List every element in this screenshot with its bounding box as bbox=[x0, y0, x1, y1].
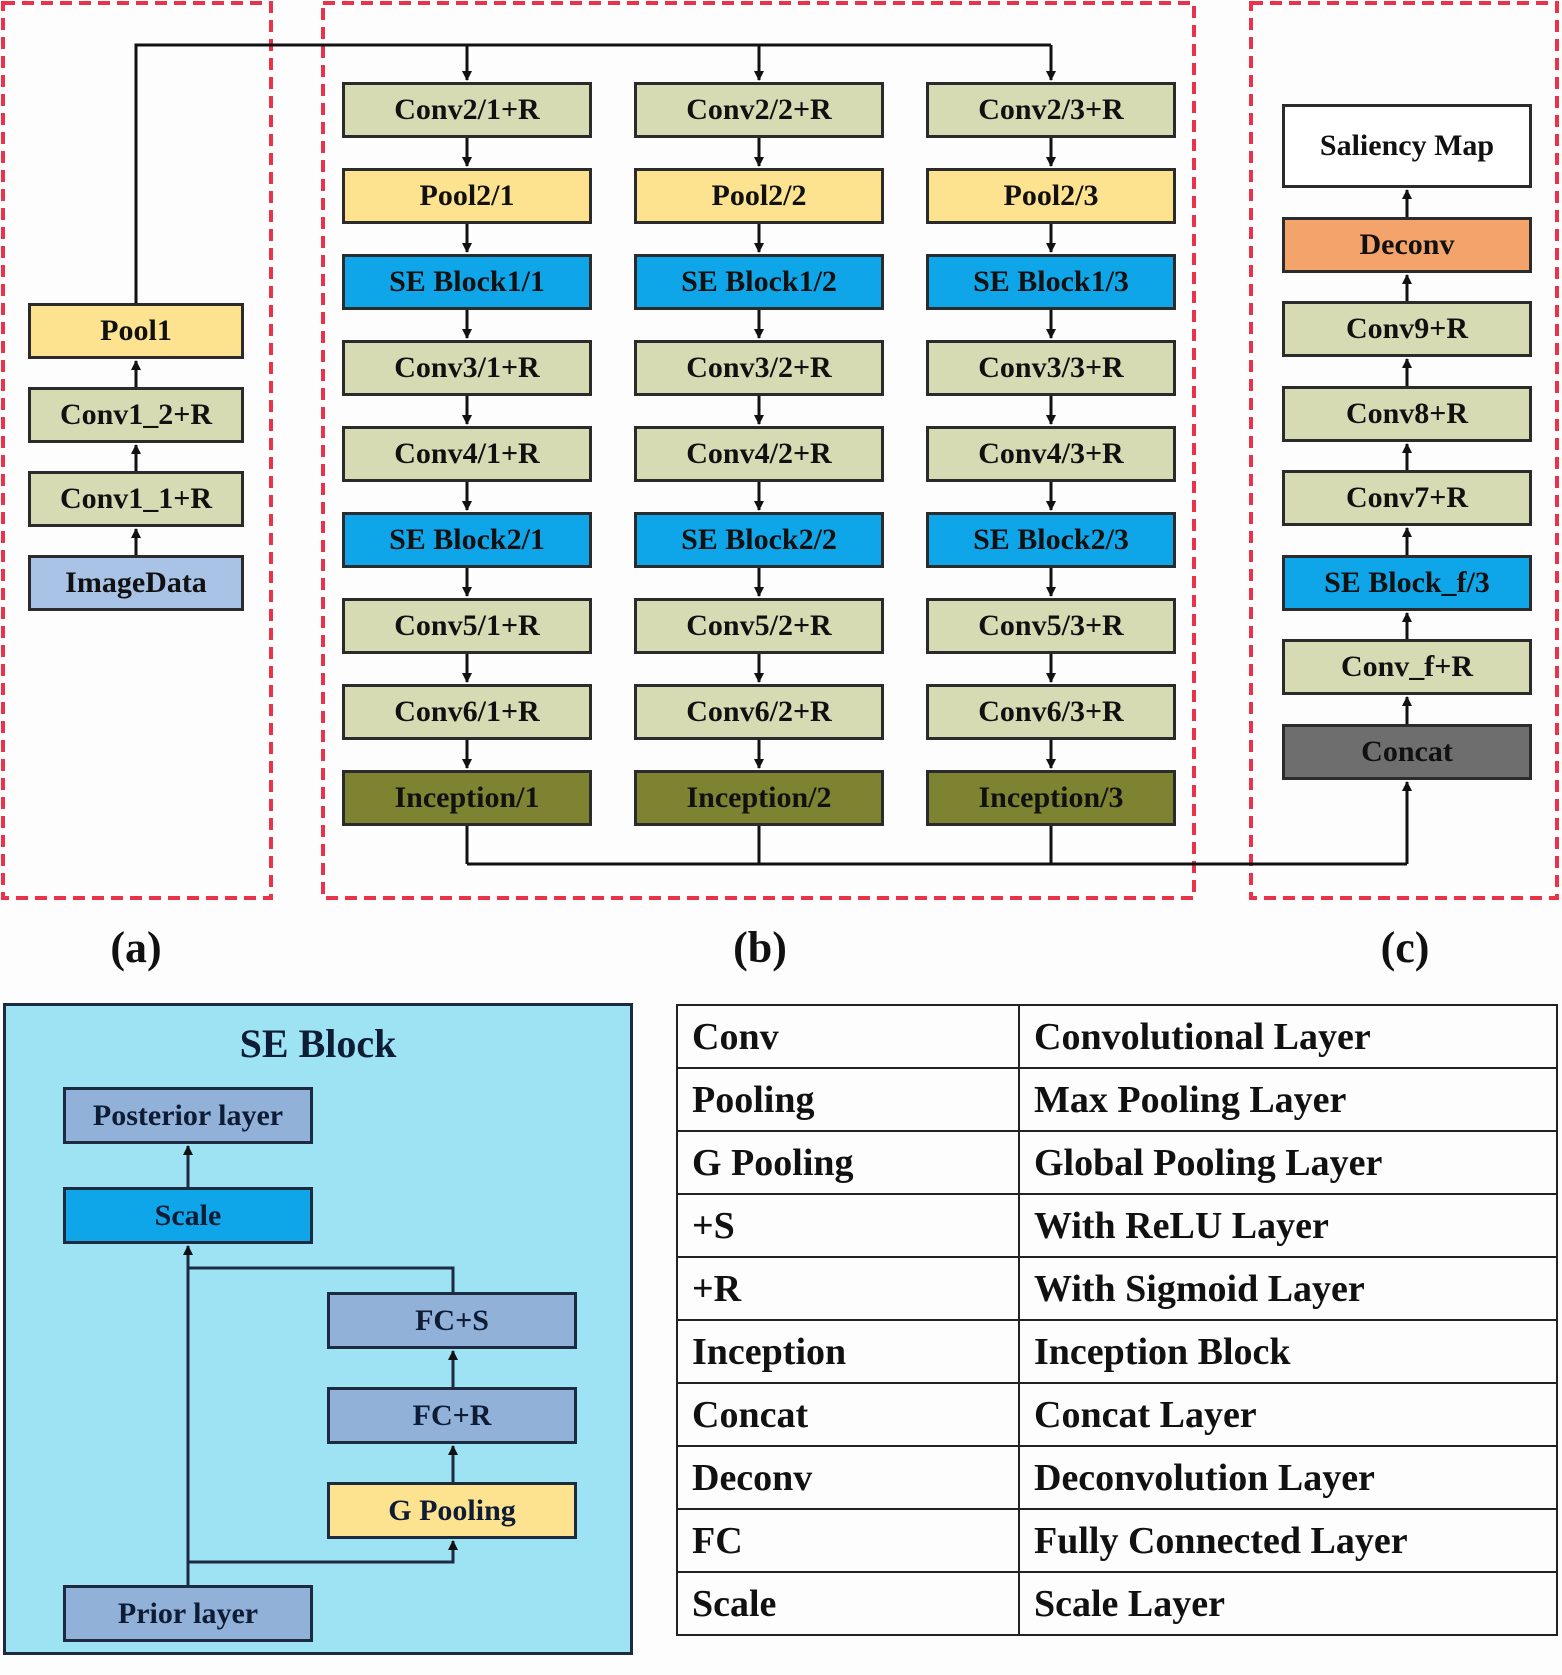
layer-saliency-map: Saliency Map bbox=[1282, 104, 1532, 188]
g-pooling-layer: G Pooling bbox=[327, 1482, 577, 1539]
layer-conv7-r: Conv7+R bbox=[1282, 470, 1532, 526]
legend-abbr: Concat bbox=[676, 1382, 1020, 1447]
layer-conv8-r: Conv8+R bbox=[1282, 386, 1532, 442]
se-block-title: SE Block bbox=[239, 1021, 397, 1066]
legend-abbr: Deconv bbox=[676, 1445, 1020, 1510]
fc-r-layer: FC+R bbox=[327, 1387, 577, 1444]
legend-abbr: G Pooling bbox=[676, 1130, 1020, 1195]
legend-abbr: +R bbox=[676, 1256, 1020, 1321]
layer-conv9-r: Conv9+R bbox=[1282, 301, 1532, 357]
layer-se-block2-2: SE Block2/2 bbox=[634, 512, 884, 568]
layer-conv4-3-r: Conv4/3+R bbox=[926, 426, 1176, 482]
pool1-branch-line bbox=[134, 43, 1051, 303]
legend-meaning: Scale Layer bbox=[1018, 1571, 1558, 1636]
legend-meaning: Inception Block bbox=[1018, 1319, 1558, 1384]
layer-concat: Concat bbox=[1282, 724, 1532, 780]
layer-inception-1: Inception/1 bbox=[342, 770, 592, 826]
layer-conv3-2-r: Conv3/2+R bbox=[634, 340, 884, 396]
posterior-layer: Posterior layer bbox=[63, 1087, 313, 1144]
layer-pool2-2: Pool2/2 bbox=[634, 168, 884, 224]
legend-abbr: Pooling bbox=[676, 1067, 1020, 1132]
layer-conv2-1-r: Conv2/1+R bbox=[342, 82, 592, 138]
legend-meaning: Convolutional Layer bbox=[1018, 1004, 1558, 1069]
layer-conv6-3-r: Conv6/3+R bbox=[926, 684, 1176, 740]
layer-conv4-1-r: Conv4/1+R bbox=[342, 426, 592, 482]
layer-pool2-1: Pool2/1 bbox=[342, 168, 592, 224]
panel-b-label: (b) bbox=[733, 923, 787, 972]
legend-abbr: Inception bbox=[676, 1319, 1020, 1384]
layer-conv5-1-r: Conv5/1+R bbox=[342, 598, 592, 654]
layer-inception-2: Inception/2 bbox=[634, 770, 884, 826]
panel-c-frame bbox=[1249, 1, 1559, 900]
scale-layer: Scale bbox=[63, 1187, 313, 1244]
legend-abbr: FC bbox=[676, 1508, 1020, 1573]
layer-conv3-1-r: Conv3/1+R bbox=[342, 340, 592, 396]
fc-s-layer: FC+S bbox=[327, 1292, 577, 1349]
layer-conv5-2-r: Conv5/2+R bbox=[634, 598, 884, 654]
prior-layer: Prior layer bbox=[63, 1585, 313, 1642]
panel-b-frame bbox=[321, 1, 1196, 900]
layer-conv6-1-r: Conv6/1+R bbox=[342, 684, 592, 740]
legend-meaning: With ReLU Layer bbox=[1018, 1193, 1558, 1258]
layer-conv5-3-r: Conv5/3+R bbox=[926, 598, 1176, 654]
layer-inception-3: Inception/3 bbox=[926, 770, 1176, 826]
layer-se-block-f-3: SE Block_f/3 bbox=[1282, 555, 1532, 611]
layer-conv2-3-r: Conv2/3+R bbox=[926, 82, 1176, 138]
layer-pool1: Pool1 bbox=[28, 303, 244, 359]
panel-c-label: (c) bbox=[1380, 923, 1430, 972]
legend-meaning: Concat Layer bbox=[1018, 1382, 1558, 1447]
legend-abbr: +S bbox=[676, 1193, 1020, 1258]
layer-pool2-3: Pool2/3 bbox=[926, 168, 1176, 224]
legend-meaning: Global Pooling Layer bbox=[1018, 1130, 1558, 1195]
legend-meaning: With Sigmoid Layer bbox=[1018, 1256, 1558, 1321]
layer-se-block1-1: SE Block1/1 bbox=[342, 254, 592, 310]
legend-abbr: Scale bbox=[676, 1571, 1020, 1636]
layer-se-block1-2: SE Block1/2 bbox=[634, 254, 884, 310]
layer-conv1-2-r: Conv1_2+R bbox=[28, 387, 244, 443]
legend-meaning: Deconvolution Layer bbox=[1018, 1445, 1558, 1510]
layer-conv4-2-r: Conv4/2+R bbox=[634, 426, 884, 482]
layer-deconv: Deconv bbox=[1282, 217, 1532, 273]
layer-conv2-2-r: Conv2/2+R bbox=[634, 82, 884, 138]
legend-abbr: Conv bbox=[676, 1004, 1020, 1069]
layer-conv-f-r: Conv_f+R bbox=[1282, 639, 1532, 695]
layer-conv1-1-r: Conv1_1+R bbox=[28, 471, 244, 527]
panel-a-label: (a) bbox=[110, 923, 162, 972]
layer-imagedata: ImageData bbox=[28, 555, 244, 611]
layer-conv6-2-r: Conv6/2+R bbox=[634, 684, 884, 740]
layer-se-block2-3: SE Block2/3 bbox=[926, 512, 1176, 568]
layer-se-block2-1: SE Block2/1 bbox=[342, 512, 592, 568]
legend-meaning: Max Pooling Layer bbox=[1018, 1067, 1558, 1132]
panel-a-frame bbox=[1, 1, 273, 900]
layer-conv3-3-r: Conv3/3+R bbox=[926, 340, 1176, 396]
legend-meaning: Fully Connected Layer bbox=[1018, 1508, 1558, 1573]
layer-se-block1-3: SE Block1/3 bbox=[926, 254, 1176, 310]
